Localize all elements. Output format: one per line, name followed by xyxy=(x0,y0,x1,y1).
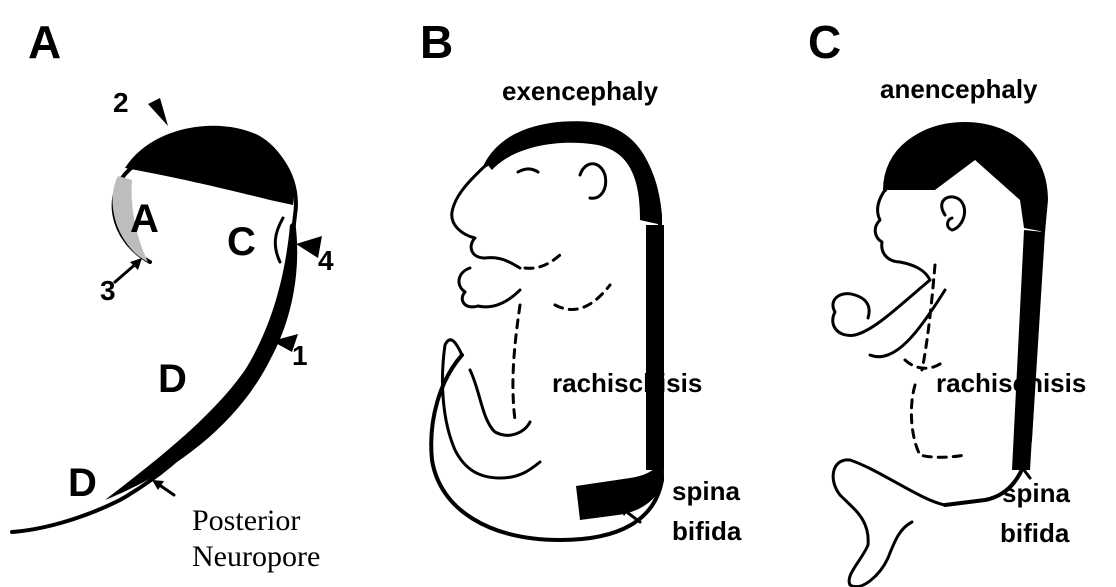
cranial-neural-fold xyxy=(125,126,294,205)
panel-b: B exencephaly rachischisis spina bifida xyxy=(420,16,742,546)
fetus-b-forelimb xyxy=(459,268,520,307)
region-label-d-upper: D xyxy=(158,357,187,401)
posterior-neuropore-line2: Neuropore xyxy=(192,540,320,573)
panel-c-title: anencephaly xyxy=(880,74,1038,104)
arrow-number-4: 4 xyxy=(318,245,334,276)
fetus-b-ear xyxy=(580,164,606,199)
region-label-d-lower: D xyxy=(68,461,97,505)
panel-c: C anencephaly rachischisis spina bifida xyxy=(808,16,1086,587)
arrow-number-2: 2 xyxy=(113,87,129,118)
region-label-c: C xyxy=(227,220,256,264)
panel-c-letter: C xyxy=(808,16,841,68)
panel-b-letter: B xyxy=(420,16,453,68)
c-notch xyxy=(275,218,283,262)
fetus-c-ear xyxy=(942,197,965,230)
panel-b-title: exencephaly xyxy=(502,76,659,106)
panel-b-bifida: bifida xyxy=(672,516,742,546)
anencephaly-region xyxy=(885,122,1048,232)
posterior-neuropore-line1: Posterior xyxy=(192,504,300,537)
panel-c-bifida: bifida xyxy=(1000,518,1070,548)
arrow-number-3: 3 xyxy=(100,275,116,306)
panel-c-spina: spina xyxy=(1002,478,1070,508)
fetus-b-dashed-limb xyxy=(555,285,610,309)
spina-bifida-region-b xyxy=(576,462,664,520)
arrow-number-1: 1 xyxy=(292,340,308,371)
fetus-b-face xyxy=(452,165,520,268)
arrowhead-2 xyxy=(148,98,168,126)
fetus-b-eye xyxy=(518,169,538,172)
panel-b-spina: spina xyxy=(672,476,740,506)
fetus-c-face xyxy=(875,190,930,280)
fetus-c-arm xyxy=(833,280,930,335)
panel-c-rachischisis: rachischisis xyxy=(936,368,1086,398)
rachischisis-region-b xyxy=(646,225,664,470)
fetus-b-hindlimb xyxy=(470,370,530,435)
rachischisis-region-c xyxy=(1012,230,1044,470)
panel-a: A A C D D 2 3 4 1 Posterior Neuropore xyxy=(12,16,334,573)
panel-a-letter: A xyxy=(28,16,61,68)
fetus-c-leg xyxy=(833,460,945,587)
exencephaly-region xyxy=(486,121,662,225)
region-label-a: A xyxy=(130,197,159,241)
panel-b-rachischisis: rachischisis xyxy=(552,368,702,398)
